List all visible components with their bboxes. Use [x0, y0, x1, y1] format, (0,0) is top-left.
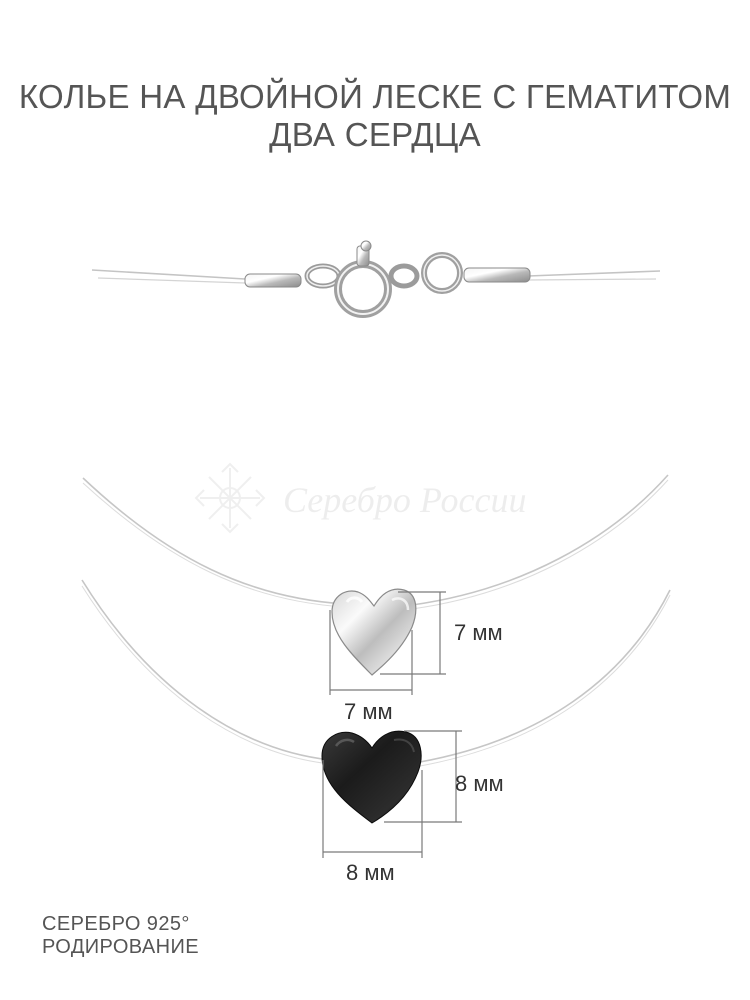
watermark-logo: [194, 462, 266, 534]
product-title: КОЛЬЕ НА ДВОЙНОЙ ЛЕСКЕ С ГЕМАТИТОМ ДВА С…: [0, 78, 750, 154]
watermark-text: Серебро России: [283, 480, 527, 520]
fishing-line-right-bottom: [527, 278, 657, 281]
hematite-heart-pendant: [321, 730, 422, 824]
product-title-line-1: КОЛЬЕ НА ДВОЙНОЙ ЛЕСКЕ С ГЕМАТИТОМ: [18, 78, 732, 115]
silver-heart-height-label: 7 мм: [454, 620, 503, 645]
silver-heart-width-label: 7 мм: [344, 699, 393, 724]
fishing-line-right-top: [527, 270, 661, 277]
coating-label: РОДИРОВАНИЕ: [42, 936, 199, 958]
product-title-line-2: ДВА СЕРДЦА: [269, 116, 481, 153]
fishing-line-left-top: [91, 269, 246, 280]
lower-fishing-line: [81, 579, 331, 761]
clasp-section: [91, 240, 661, 318]
hematite-heart-height-label: 8 мм: [455, 771, 504, 796]
metal-label: СЕРЕБРО 925°: [42, 913, 190, 935]
silver-heart-dimensions: [329, 591, 446, 695]
material-info: СЕРЕБРО 925° РОДИРОВАНИЕ: [42, 913, 199, 959]
crimp-tube-right: [463, 267, 531, 283]
jump-ring-middle: [388, 263, 420, 289]
upper-fishing-line: [82, 477, 346, 605]
silver-heart-pendant: [331, 588, 417, 676]
crimp-tube-left: [244, 273, 302, 288]
hematite-heart-width-label: 8 мм: [346, 860, 395, 885]
hematite-heart-dimensions: [322, 730, 462, 858]
fishing-line-left-bottom: [97, 277, 246, 284]
